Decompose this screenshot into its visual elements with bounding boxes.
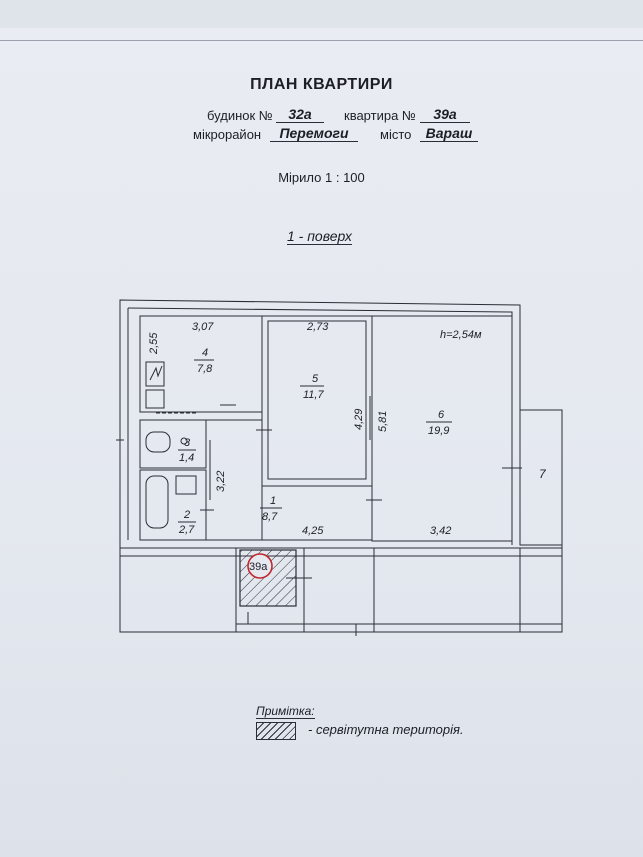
- stove-symbol: [145, 361, 165, 387]
- room-number: 5: [312, 373, 319, 385]
- room-3-label: 3 1,4: [178, 437, 196, 464]
- apartment-label: квартира №: [344, 108, 416, 123]
- apartment-number: 39а: [420, 106, 470, 123]
- bath-sink-symbol: [175, 475, 197, 495]
- gas-symbol: [149, 365, 163, 381]
- room-area: 8,7: [262, 511, 278, 523]
- outer-wall: [119, 299, 563, 633]
- room-5-outline: [261, 315, 373, 487]
- room-5-label: 5 11,7: [300, 373, 324, 401]
- district-label: мікрорайон: [193, 127, 262, 142]
- scale-label: Мірило 1 : 100: [278, 170, 365, 185]
- room-1-label: 1 8,7: [260, 495, 282, 523]
- room-4-label: 4 7,8: [194, 347, 214, 375]
- legend-title: Примітка:: [256, 704, 315, 719]
- city-label: місто: [380, 127, 412, 142]
- dim-hall-width: 4,25: [302, 525, 324, 537]
- dim-room5-width: 2,73: [306, 321, 329, 333]
- room-7-number: 7: [539, 467, 547, 481]
- dim-room6-width: 3,42: [430, 525, 451, 537]
- sink-symbol: [145, 389, 165, 409]
- toilet-sink-symbol: [180, 437, 188, 445]
- page-edge-line: [0, 40, 643, 41]
- room-number: 1: [270, 495, 276, 507]
- stamp-label: 39а: [249, 561, 268, 573]
- room-number: 3: [184, 437, 191, 449]
- room-2-outline: [139, 469, 207, 541]
- dim-hall-height: 3,22: [215, 471, 227, 492]
- room-area: 2,7: [178, 524, 195, 536]
- room-number: 4: [202, 347, 208, 359]
- room-number: 6: [438, 409, 445, 421]
- room-area: 7,8: [197, 363, 213, 375]
- bathtub-symbol: [145, 475, 169, 529]
- room-2-label: 2 2,7: [178, 509, 196, 536]
- city-name: Вараш: [420, 125, 478, 142]
- toilet-symbol: [145, 431, 171, 453]
- building-label: будинок №: [207, 108, 273, 123]
- document-title: ПЛАН КВАРТИРИ: [250, 76, 393, 93]
- legend-text: - сервітутна територія.: [308, 722, 464, 737]
- room-number: 2: [183, 509, 190, 521]
- room-5-inner-outline: [267, 320, 367, 480]
- dim-room4-height: 2,55: [148, 332, 160, 355]
- room-3-outline: [139, 419, 207, 469]
- district-name: Перемоги: [270, 125, 358, 142]
- floor-label: 1 - поверх: [287, 228, 352, 245]
- dim-room5-height: 4,29: [353, 409, 365, 430]
- room-area: 11,7: [303, 389, 324, 401]
- dim-room6-height: 5,81: [377, 411, 389, 432]
- balcony-outline: [519, 409, 563, 546]
- room-6-label: 6 19,9: [426, 409, 452, 437]
- ceiling-height: h=2,54м: [440, 329, 482, 341]
- room-area: 1,4: [179, 452, 194, 464]
- legend-hatch-swatch: [256, 722, 296, 740]
- dim-room4-width: 3,07: [192, 321, 214, 333]
- room-area: 19,9: [428, 425, 449, 437]
- document-sheet: [0, 28, 643, 857]
- stamp-circle: [247, 553, 273, 579]
- building-number: 32а: [276, 106, 324, 123]
